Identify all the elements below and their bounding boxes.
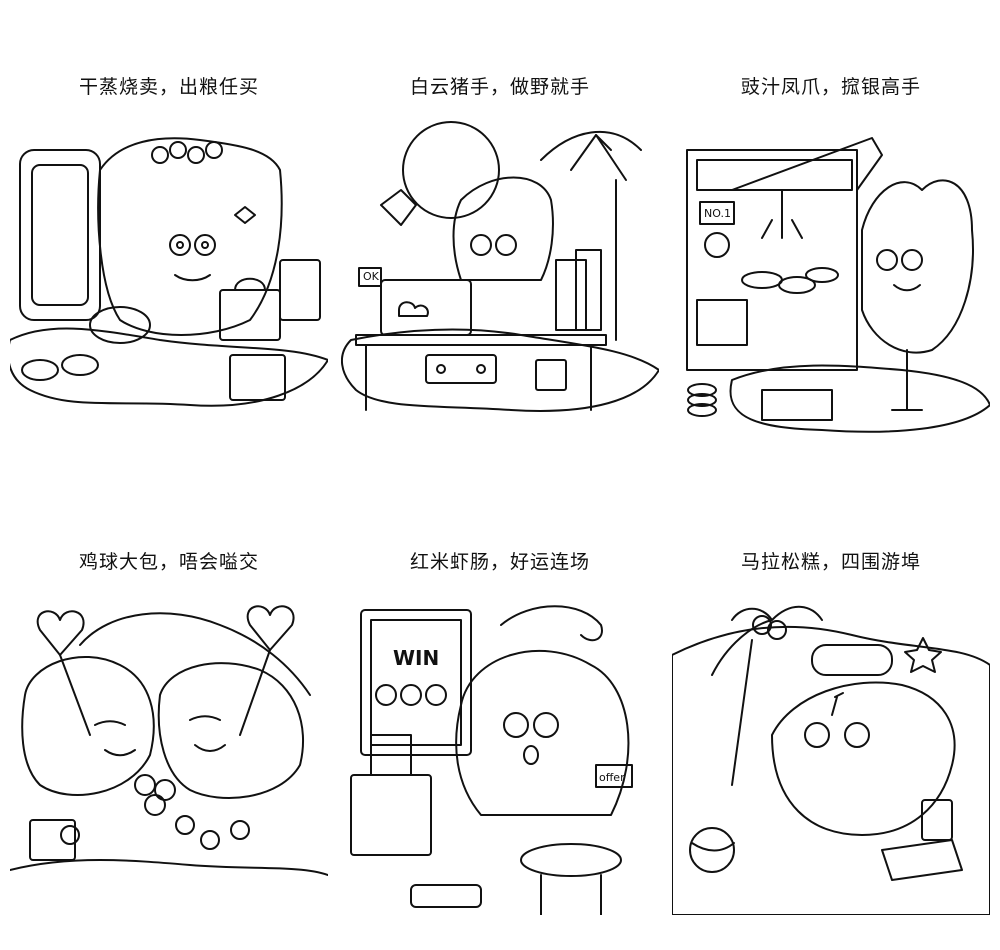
shrimp-rice-roll-gamer-illustration: WIN offer — [341, 585, 659, 916]
sticky-note-ok: OK — [363, 270, 380, 283]
panel-caption: 鸡球大包，唔会嗌交 — [78, 551, 259, 573]
panel-shrimp-roll: 红米虾肠，好运连场 WIN offer — [341, 475, 659, 916]
panel-siu-mai: 干蒸烧卖，出粮任买 — [7, 0, 329, 420]
siu-mai-shopping-illustration — [7, 110, 329, 440]
panel-chicken-feet: 豉汁凤爪，搲银高手 NO.1 — [672, 0, 991, 433]
chicken-bun-couple-illustration — [9, 585, 329, 915]
panel-chicken-bun: 鸡球大包，唔会嗌交 — [9, 475, 329, 895]
panel-caption: 红米虾肠，好运连场 — [409, 551, 590, 573]
tv-win-banner: WIN — [393, 646, 439, 670]
pig-trotter-office-illustration: OK — [341, 110, 660, 440]
panel-malay-cake: 马拉松糕，四围游埠 — [671, 475, 991, 916]
panel-caption: 白云猪手，做野就手 — [409, 76, 590, 98]
chicken-feet-claw-machine-illustration: NO.1 — [672, 110, 991, 440]
claw-machine-label: NO.1 — [704, 207, 731, 220]
panel-caption: 豉汁凤爪，搲银高手 — [740, 76, 921, 98]
malay-cake-beach-illustration — [671, 585, 991, 916]
offer-tag: offer — [599, 771, 625, 784]
panel-caption: 干蒸烧卖，出粮任买 — [78, 76, 259, 98]
panel-caption: 马拉松糕，四围游埠 — [740, 551, 921, 573]
panel-pig-trotter: 白云猪手，做野就手 OK — [341, 0, 660, 420]
